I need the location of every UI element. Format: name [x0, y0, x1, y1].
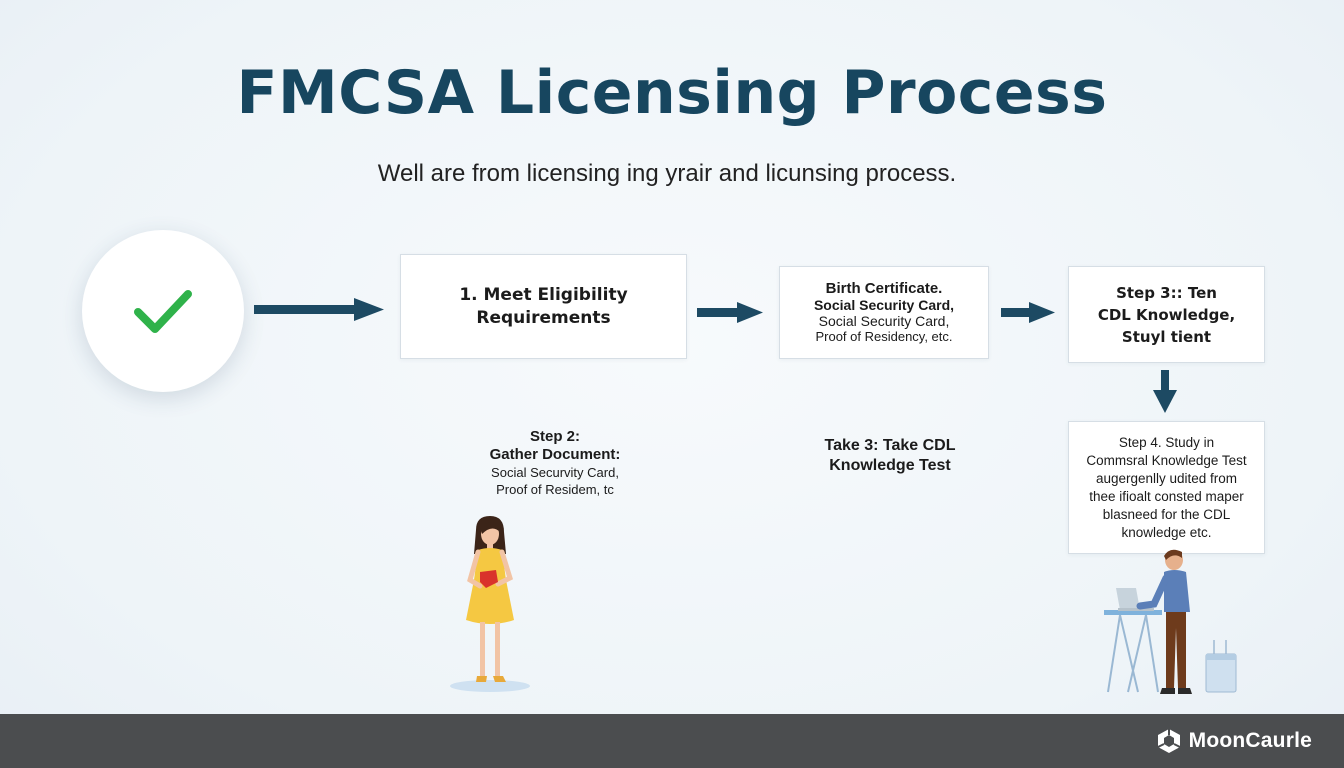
step-2-label: Step 2: Gather Document: Social Securvit…	[460, 428, 650, 498]
brand-name: MoonCaurle	[1188, 729, 1312, 752]
documents-line-3: Social Security Card,	[818, 312, 950, 329]
flow-arrow-2	[697, 302, 763, 323]
documents-line-1: Birth Certificate.	[825, 279, 943, 297]
step-3-line-3: Stuyl tient	[1121, 327, 1212, 346]
brand[interactable]: MoonCaurle	[1156, 728, 1312, 754]
flow-arrow-down	[1153, 370, 1177, 413]
step-4-box: Step 4. Study in Commsral Knowledge Test…	[1068, 421, 1265, 554]
step-4-line-5: blasneed for the CDL	[1102, 506, 1231, 522]
step-3-line-2: CDL Knowledge,	[1097, 305, 1236, 324]
step-4-line-3: augergenlly udited from	[1095, 470, 1238, 486]
step-2-line-4: Proof of Residem, tc	[496, 482, 614, 497]
woman-illustration	[450, 516, 530, 692]
documents-line-2: Social Security Card,	[813, 296, 955, 313]
step-3-box: Step 3:: Ten CDL Knowledge, Stuyl tient	[1068, 266, 1265, 363]
step-2-line-1: Step 2:	[529, 428, 580, 445]
step-4-line-2: Commsral Knowledge Test	[1086, 452, 1247, 468]
step-3-line-1: Step 3:: Ten	[1116, 283, 1217, 302]
documents-line-4: Proof of Residency, etc.	[815, 328, 953, 344]
step-4-line-1: Step 4. Study in	[1118, 434, 1215, 450]
flow-arrow-1	[254, 298, 384, 321]
checkmark-icon	[134, 290, 192, 333]
step-4-line-4: thee ifioalt consted maper	[1089, 488, 1244, 504]
step-4-line-6: knowledge etc.	[1121, 524, 1212, 540]
page-title: FMCSA Licensing Process	[236, 58, 1108, 128]
step-2-line-2: Gather Document:	[489, 446, 621, 463]
step-3-label-line-2: Knowledge Test	[829, 457, 951, 474]
step-2-line-3: Social Securvity Card,	[491, 465, 619, 480]
man-at-desk-illustration	[1104, 549, 1237, 694]
footer-bar: MoonCaurle	[0, 714, 1344, 768]
page-subtitle: Well are from licensing ing yrair and li…	[377, 160, 957, 187]
step-1-line-1: 1. Meet Eligibility	[459, 284, 628, 305]
cube-logo-icon	[1157, 729, 1181, 753]
step-3-label: Take 3: Take CDL Knowledge Test	[800, 436, 980, 476]
step-3-label-line-1: Take 3: Take CDL	[824, 437, 956, 454]
documents-box: Birth Certificate. Social Security Card,…	[779, 266, 989, 359]
step-1-box: 1. Meet Eligibility Requirements	[400, 254, 687, 359]
start-check-badge	[82, 230, 244, 392]
flow-arrow-3	[1001, 302, 1055, 323]
step-1-line-2: Requirements	[476, 307, 611, 328]
